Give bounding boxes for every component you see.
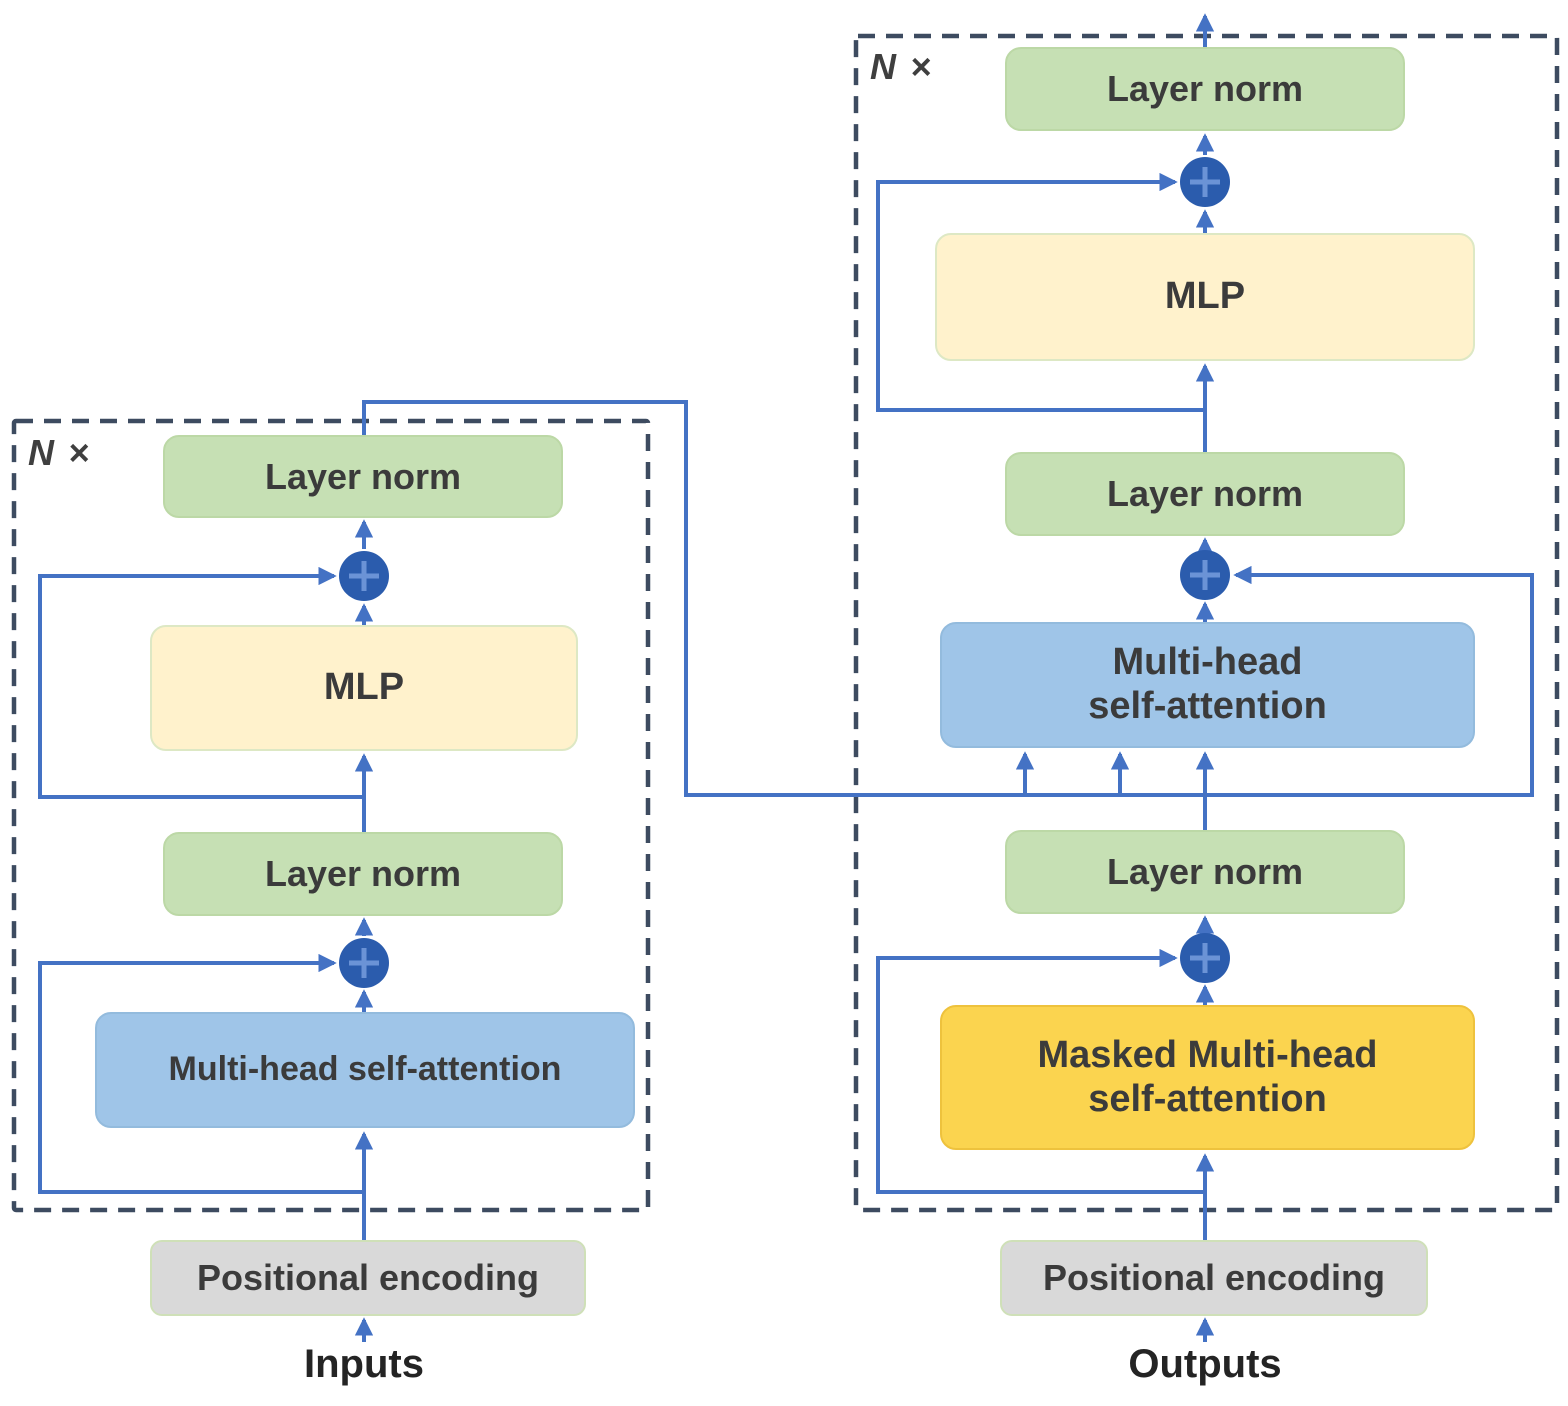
encoder-layer-norm-top: Layer norm [163, 435, 563, 518]
encoder-positional-encoding-label: Positional encoding [196, 1257, 540, 1299]
decoder-masked-attention-block: Masked Multi-head self-attention [940, 1005, 1475, 1150]
decoder-outputs-caption: Outputs [1128, 1342, 1282, 1386]
encoder-inputs-caption: Inputs [304, 1342, 424, 1386]
decoder-masked-residual-skip [876, 948, 1205, 1194]
decoder-add-icon-3 [1180, 933, 1230, 983]
decoder-layer-norm-top: Layer norm [1005, 47, 1405, 131]
decoder-positional-encoding-block: Positional encoding [1000, 1240, 1428, 1316]
decoder-mlp-residual-skip [876, 172, 1205, 412]
decoder-masked-attention-label-line2: self-attention [1088, 1077, 1327, 1120]
decoder-mlp-label: MLP [1164, 275, 1246, 318]
decoder-positional-encoding-label: Positional encoding [1042, 1257, 1386, 1299]
encoder-output-to-decoder-path [362, 400, 1534, 797]
decoder-repeat-label: N × [870, 46, 934, 87]
decoder-cross-attention-label-line2: self-attention [1088, 685, 1327, 727]
encoder-layer-norm-bottom-label: Layer norm [264, 853, 462, 895]
encoder-mlp-residual-skip [38, 566, 364, 799]
decoder-cross-attention-block: Multi-head self-attention [940, 622, 1475, 748]
decoder-add-icon-2 [1180, 550, 1230, 600]
encoder-attention-residual-skip [38, 953, 364, 1194]
encoder-add-icon-2 [339, 938, 389, 988]
decoder-masked-attention-label-line1: Masked Multi-head [1037, 1033, 1378, 1076]
decoder-layer-norm-mid-label: Layer norm [1106, 473, 1304, 515]
encoder-mlp-label: MLP [323, 666, 405, 709]
decoder-layer-norm-bottom: Layer norm [1005, 830, 1405, 914]
decoder-add-icon-1 [1180, 157, 1230, 207]
encoder-layer-norm-bottom: Layer norm [163, 832, 563, 916]
decoder-layer-norm-top-label: Layer norm [1106, 68, 1304, 110]
encoder-self-attention-block: Multi-head self-attention [95, 1012, 635, 1128]
decoder-layer-norm-mid: Layer norm [1005, 452, 1405, 536]
encoder-repeat-label: N × [28, 432, 92, 473]
encoder-self-attention-label: Multi-head self-attention [168, 1050, 562, 1089]
decoder-mlp-block: MLP [935, 233, 1475, 361]
decoder-layer-norm-bottom-label: Layer norm [1106, 851, 1304, 893]
encoder-positional-encoding-block: Positional encoding [150, 1240, 586, 1316]
decoder-cross-attention-label-line1: Multi-head [1112, 641, 1303, 684]
encoder-mlp-block: MLP [150, 625, 578, 751]
encoder-add-icon-1 [339, 551, 389, 601]
encoder-repeat-boundary [11, 418, 651, 1213]
encoder-layer-norm-top-label: Layer norm [264, 455, 462, 497]
